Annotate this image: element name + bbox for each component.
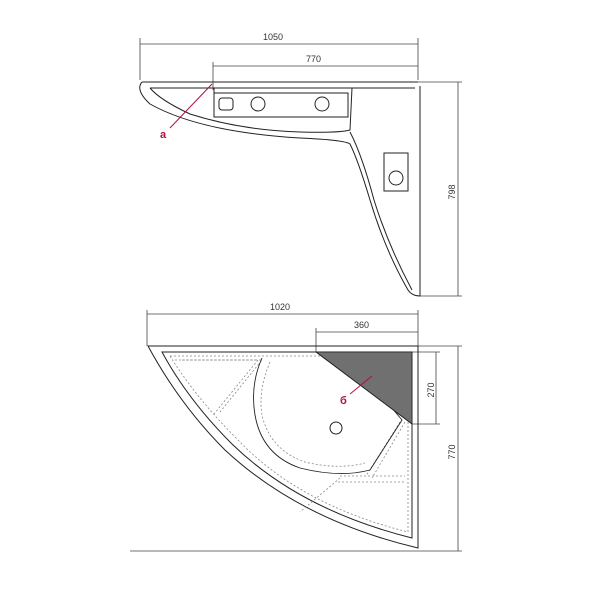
dimension-label-shelf-width: 360 xyxy=(354,320,369,330)
dimension-height xyxy=(415,81,462,297)
bottom-view: 1020 360 270 770 xyxy=(130,302,462,552)
control-panel-button-icon xyxy=(218,97,234,111)
side-jet-icon xyxy=(388,170,404,186)
callout-b-leader xyxy=(349,375,373,395)
dimension-label-overall-width: 1050 xyxy=(263,32,283,42)
basin-outline xyxy=(253,357,403,475)
dimension-label-height-plan: 770 xyxy=(447,444,457,459)
drain-icon xyxy=(329,421,343,435)
dimension-label-shelf-depth: 270 xyxy=(426,382,436,397)
dimension-overall-width xyxy=(139,38,419,80)
side-control-box xyxy=(383,152,409,192)
control-panel xyxy=(213,92,349,118)
corner-shelf-edge xyxy=(315,351,413,425)
dimension-height-plan xyxy=(130,345,462,552)
callout-a-label: a xyxy=(160,129,167,141)
bathtub-plan-outline xyxy=(147,345,419,549)
dimension-label-inner-width: 770 xyxy=(306,54,321,64)
callout-b-label: б xyxy=(340,395,347,407)
dimension-label-overall-width-plan: 1020 xyxy=(270,302,290,312)
basin-dashed-inner xyxy=(260,361,366,467)
jet-left-icon xyxy=(250,96,266,112)
jet-right-icon xyxy=(314,96,330,112)
callout-a-leader xyxy=(169,83,213,129)
dimension-inner-width xyxy=(212,62,418,90)
top-view: 1050 770 798 xyxy=(139,32,462,297)
bathtub-side-profile xyxy=(139,81,421,297)
dimension-overall-width-plan xyxy=(146,310,419,346)
dimension-shelf-depth xyxy=(412,351,440,425)
dimension-label-height: 798 xyxy=(447,184,457,199)
dimension-shelf-width xyxy=(315,328,418,352)
